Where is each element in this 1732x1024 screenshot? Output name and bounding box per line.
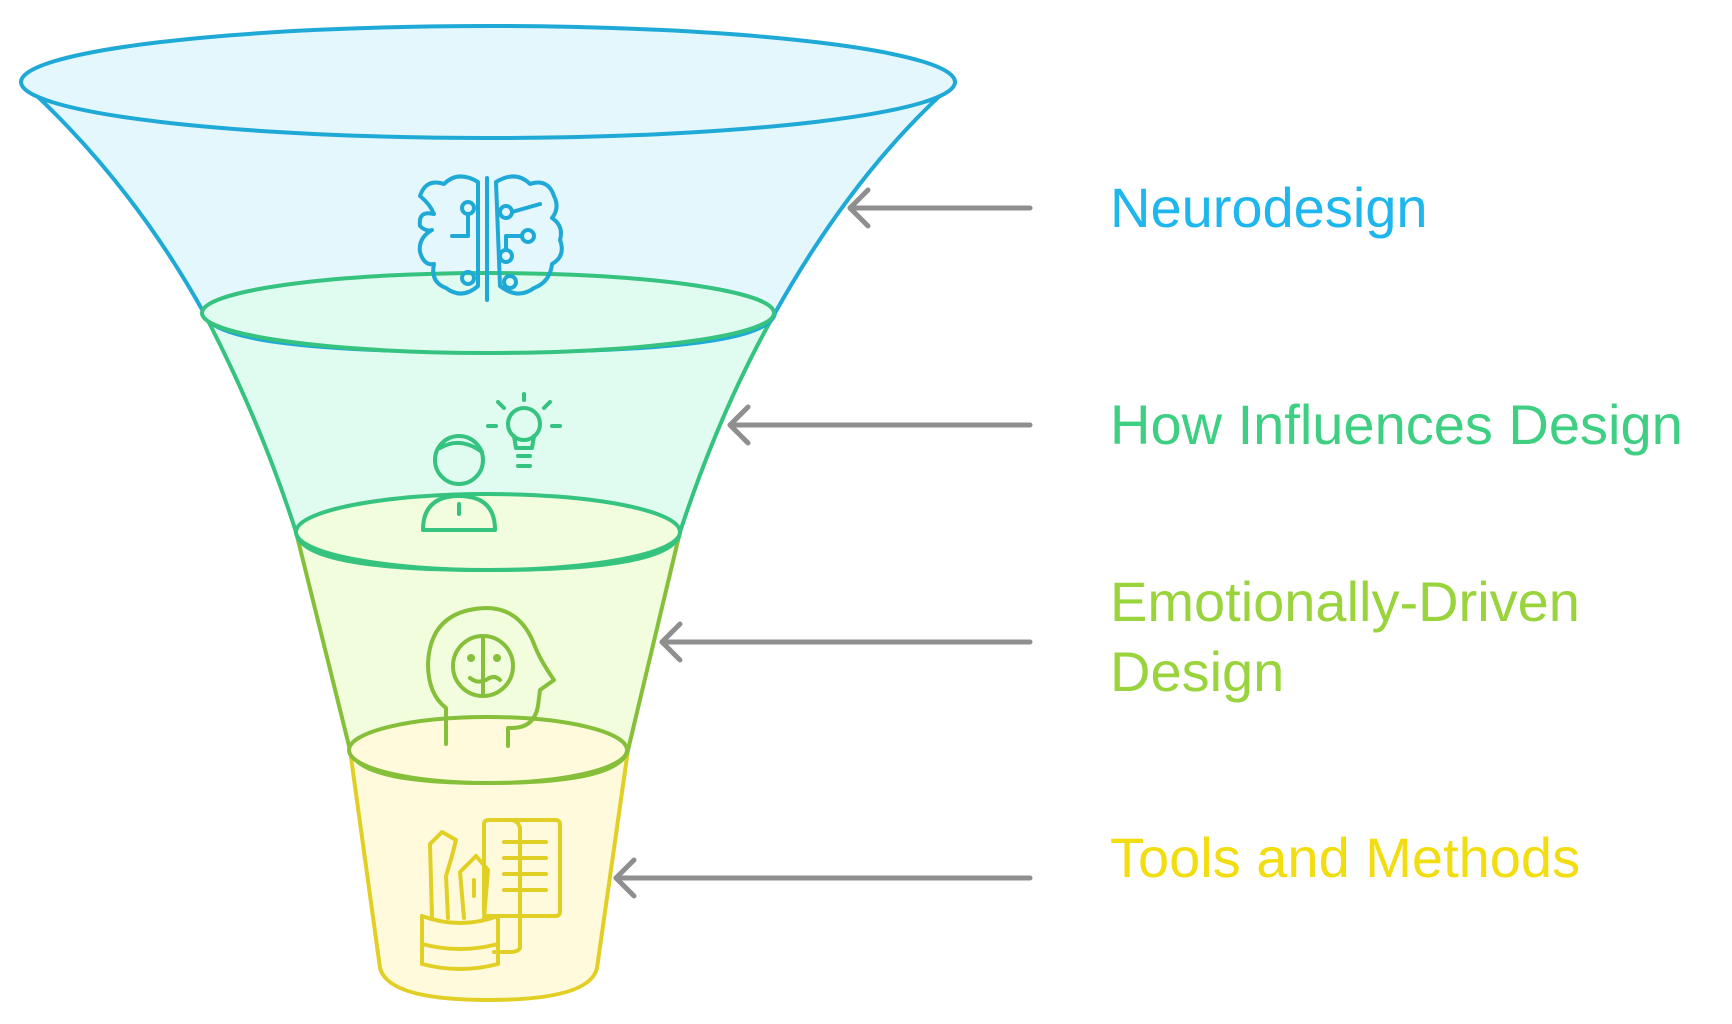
stage-label-neurodesign: Neurodesign — [1110, 176, 1428, 239]
head-face-icon — [426, 606, 556, 748]
stage-label-how-influences-design: How Influences Design — [1110, 393, 1683, 456]
arrow-how-influences-design — [727, 404, 1033, 446]
funnel-rim — [19, 24, 957, 140]
arrow-tools-and-methods — [613, 857, 1033, 899]
stage-label-tools-and-methods: Tools and Methods — [1110, 826, 1581, 889]
funnel-segment-emotionally-driven-design — [294, 530, 682, 785]
person-lightbulb-icon — [421, 392, 562, 532]
stage-label-emotionally-driven-design: Emotionally-Driven Design — [1110, 570, 1580, 703]
arrow-emotionally-driven-design — [659, 621, 1033, 663]
pencil-cup-document-icon — [420, 818, 562, 971]
arrow-neurodesign — [847, 187, 1033, 229]
brain-circuit-icon — [417, 174, 564, 302]
